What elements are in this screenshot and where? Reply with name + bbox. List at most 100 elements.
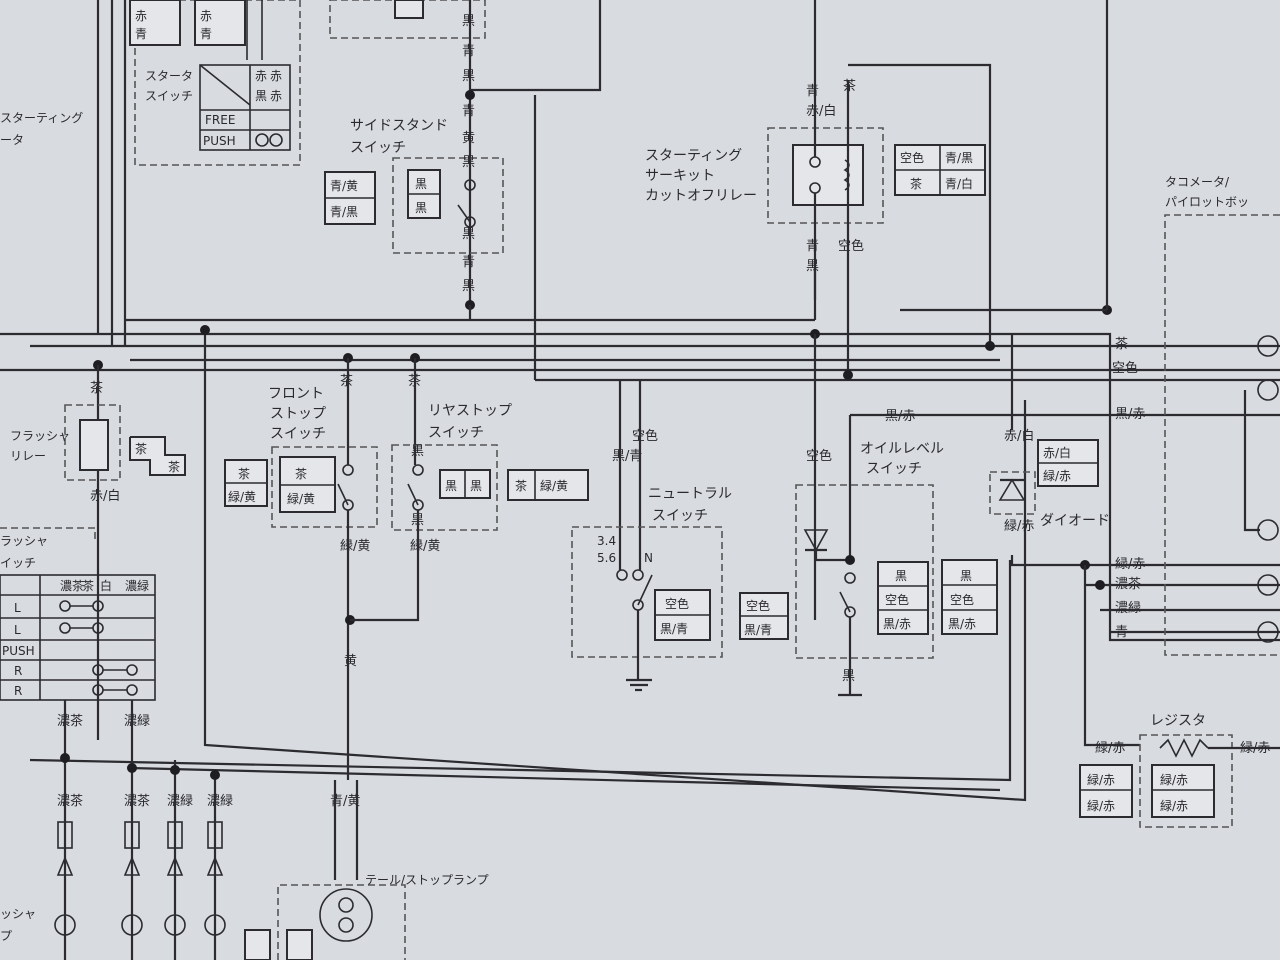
- starting-motor-label-1: スターティング: [0, 111, 83, 125]
- rear-stop-label-1: リヤストップ: [428, 403, 512, 419]
- flasher-switch-label-2: イッチ: [0, 556, 36, 570]
- tacho-meter-block: タコメータ/ パイロットボッ: [1164, 175, 1280, 656]
- tail-stop-lamp: テール/ストップランプ: [244, 873, 489, 960]
- svg-text:黒: 黒: [806, 259, 819, 274]
- rear-stop-label-2: スイッチ: [428, 425, 484, 441]
- svg-text:濃茶: 濃茶: [124, 793, 150, 809]
- bus-wires: [0, 330, 1280, 802]
- svg-text:空色: 空色: [665, 597, 689, 611]
- wire-label-dark-brown: 濃茶: [1115, 576, 1141, 592]
- relay-label-2: サーキット: [645, 168, 715, 184]
- flasher-switch-label-1: ラッシャ: [0, 534, 48, 548]
- wire-label-green-red: 緑/赤: [1115, 557, 1145, 572]
- resistor-conn: [1079, 764, 1133, 818]
- svg-text:空色: 空色: [838, 238, 864, 254]
- svg-text:緑/黄: 緑/黄: [287, 491, 315, 506]
- svg-text:黒: 黒: [462, 155, 475, 170]
- wire-label-black-red: 黒/赤: [1115, 407, 1145, 422]
- svg-text:L: L: [14, 601, 21, 615]
- neutral-label-2: スイッチ: [652, 508, 708, 524]
- wire-label-brown: 茶: [1115, 336, 1128, 352]
- svg-text:L: L: [14, 623, 21, 637]
- svg-text:黒: 黒: [445, 479, 457, 493]
- svg-text:黒: 黒: [960, 569, 972, 583]
- svg-text:空色: 空色: [950, 593, 974, 607]
- svg-text:青: 青: [806, 239, 819, 254]
- svg-text:青: 青: [806, 84, 819, 99]
- neutral-switch: 黒/青 空色 ニュートラル スイッチ 3.4 5.6 N 空色 黒/青 空色 黒…: [571, 380, 789, 692]
- switch-contact-icon: [59, 600, 138, 696]
- diode-label: ダイオード: [1040, 513, 1110, 529]
- side-stand-label-2: スイッチ: [350, 140, 406, 156]
- ground-icon: [626, 678, 652, 692]
- svg-text:黒: 黒: [470, 479, 482, 493]
- svg-text:R: R: [14, 684, 22, 698]
- svg-text:赤/白: 赤/白: [1043, 445, 1071, 460]
- tacho-label-1: タコメータ/: [1165, 175, 1230, 189]
- svg-text:茶: 茶: [340, 373, 353, 389]
- starter-push-label: PUSH: [203, 134, 236, 148]
- svg-text:緑/黄: 緑/黄: [340, 539, 370, 554]
- rear-conn-b: [507, 469, 589, 501]
- left-lamp-label-2: プ: [0, 929, 12, 943]
- svg-text:黒: 黒: [895, 569, 907, 583]
- tail-lamp-icon: [319, 888, 373, 942]
- svg-text:緑/赤: 緑/赤: [1087, 798, 1115, 813]
- svg-text:緑/黄: 緑/黄: [228, 489, 256, 504]
- svg-text:青: 青: [135, 27, 147, 41]
- svg-text:空色: 空色: [632, 428, 658, 444]
- neutral-terminal-n: N: [644, 551, 653, 565]
- svg-text:茶: 茶: [90, 380, 103, 396]
- svg-text:赤: 赤: [270, 89, 282, 103]
- svg-text:濃茶: 濃茶: [60, 578, 84, 593]
- resistor-label: レジスタ: [1150, 713, 1206, 729]
- neutral-terminal-1: 3.4: [597, 534, 616, 548]
- flasher-relay: 茶 フラッシャ リレー 茶 茶 赤/白: [10, 325, 210, 740]
- svg-text:空色: 空色: [885, 593, 909, 607]
- svg-text:緑/黄: 緑/黄: [410, 539, 440, 554]
- neutral-terminal-2: 5.6: [597, 551, 616, 565]
- flasher-switch-block: ラッシャ イッチ 濃茶 茶 白 濃緑 L L PUSH R R 濃茶: [0, 527, 233, 960]
- svg-text:赤: 赤: [255, 69, 267, 83]
- svg-text:空色: 空色: [900, 151, 924, 165]
- svg-text:濃茶: 濃茶: [57, 713, 83, 729]
- svg-text:黒/赤: 黒/赤: [948, 617, 976, 631]
- svg-text:赤/白: 赤/白: [1004, 428, 1034, 444]
- svg-text:濃緑: 濃緑: [124, 714, 150, 729]
- bulb-icon: [1257, 335, 1279, 643]
- starter-switch-label-1: スタータ: [145, 69, 193, 83]
- svg-text:茶: 茶: [135, 441, 147, 456]
- wire-label-dark-green: 濃緑: [1115, 601, 1141, 616]
- svg-text:黒: 黒: [415, 177, 427, 191]
- svg-text:青/黒: 青/黒: [330, 205, 358, 219]
- resistor-conn-inner: [1151, 764, 1215, 818]
- svg-text:濃緑: 濃緑: [125, 578, 149, 593]
- svg-text:茶: 茶: [295, 466, 307, 481]
- starter-switch-table: [199, 64, 291, 151]
- svg-text:青/白: 青/白: [945, 176, 973, 191]
- svg-text:濃緑: 濃緑: [207, 794, 233, 809]
- svg-text:茶: 茶: [843, 78, 856, 94]
- svg-text:青: 青: [462, 104, 475, 119]
- svg-text:黒: 黒: [462, 279, 475, 294]
- svg-text:黒/青: 黒/青: [612, 449, 642, 464]
- lamp-icons: [54, 821, 226, 936]
- top-conn-2: [194, 0, 246, 46]
- svg-text:赤: 赤: [135, 9, 147, 23]
- oil-conn-inner: [877, 561, 929, 635]
- svg-text:赤: 赤: [200, 9, 212, 23]
- flasher-conn: [129, 436, 186, 476]
- oil-level-switch: 空色 黒/赤 オイルレベル スイッチ 黒 黒 空色 黒/赤 黒 空色 黒/赤: [795, 334, 1110, 697]
- svg-text:PUSH: PUSH: [2, 644, 35, 658]
- svg-text:青/黒: 青/黒: [945, 151, 973, 165]
- top-conn-1: [129, 0, 181, 46]
- starting-cutoff-relay: スターティング サーキット カットオフリレー 青 赤/白 茶 青 黒 空色 空色…: [645, 0, 1112, 380]
- svg-text:緑/黄: 緑/黄: [540, 478, 568, 493]
- svg-text:緑/赤: 緑/赤: [1095, 741, 1125, 756]
- wire-label-sky: 空色: [1112, 360, 1138, 376]
- svg-text:青/黄: 青/黄: [330, 179, 358, 193]
- svg-text:赤/白: 赤/白: [806, 103, 836, 119]
- diode-icon: [998, 478, 1026, 501]
- svg-text:濃緑: 濃緑: [167, 794, 193, 809]
